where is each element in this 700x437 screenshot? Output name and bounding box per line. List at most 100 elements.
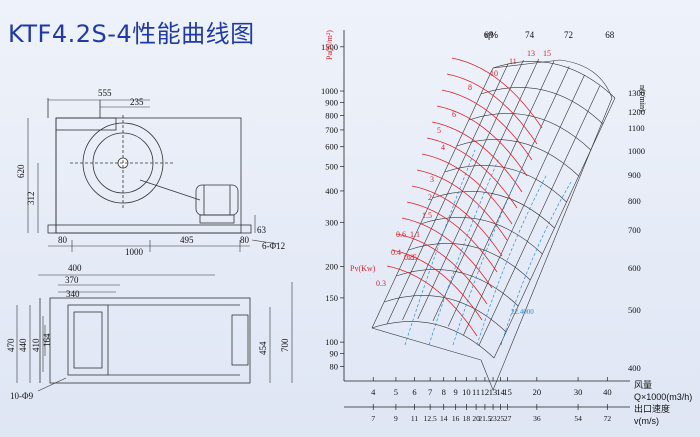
power-label: 2	[428, 193, 432, 202]
speed-tick-label: 500	[628, 305, 641, 315]
flow-line	[432, 60, 555, 322]
flow-line	[478, 85, 601, 346]
velocity-tick-label: 25	[497, 414, 505, 423]
dim-495: 495	[180, 235, 194, 245]
power-curve	[391, 249, 483, 321]
velocity-tick-label: 14	[440, 414, 448, 423]
x-tick-label: 11	[472, 387, 480, 397]
power-curve	[436, 105, 528, 177]
right-axis-title: n(r/min)	[638, 85, 647, 112]
fan-outlet	[55, 117, 117, 131]
y-tick-label: 500	[325, 162, 338, 172]
chart-curves	[386, 57, 572, 346]
y-tick-label: 400	[325, 186, 338, 196]
y-tick-label: 1000	[321, 86, 338, 96]
page-title: KTF4.2S-4性能曲线图	[8, 20, 255, 48]
dim-410: 410	[31, 338, 41, 352]
speed-tick-label: 400	[628, 363, 641, 373]
y-tick-label: 100	[325, 337, 338, 347]
speed-tick-label: 700	[628, 225, 641, 235]
eta-tick-label: 74	[525, 30, 535, 40]
dim-63: 63	[257, 225, 267, 235]
velocity-tick-label: 23	[489, 414, 497, 423]
x2-title-1: 出口速度	[634, 403, 670, 414]
side-view	[47, 98, 252, 234]
velocity-tick-label: 20	[472, 414, 480, 423]
y-tick-label: 90	[330, 349, 339, 359]
flow-line	[402, 59, 524, 321]
x-tick-label: 15	[503, 387, 512, 397]
speed-tick-label: 1000	[628, 146, 645, 156]
power-curve	[451, 57, 543, 129]
efficiency-curve	[452, 165, 524, 346]
grid-bottom-edge	[371, 327, 482, 361]
grid-boundary	[480, 59, 613, 391]
efficiency-curve	[404, 149, 476, 346]
power-curve	[446, 73, 538, 145]
power-label: 11	[509, 57, 517, 66]
power-curve	[426, 137, 518, 209]
x-title-1: 风量	[634, 380, 652, 390]
eta-label: η%	[485, 30, 498, 40]
chart-axes	[343, 30, 630, 408]
flow-line	[463, 74, 585, 336]
speed-curve	[371, 321, 495, 359]
x-tick-label: 10	[462, 387, 471, 397]
x-tick-label: 12	[481, 387, 490, 397]
dim-454: 454	[258, 341, 268, 355]
flow-line	[371, 67, 494, 329]
power-curve	[386, 265, 478, 337]
eta-tick-label: 72	[564, 30, 573, 40]
power-curve	[416, 169, 508, 241]
velocity-tick-label: 54	[574, 414, 582, 423]
power-label: 1.5	[422, 211, 432, 220]
power-label: 10	[490, 69, 498, 78]
y-tick-label: 1500	[321, 42, 338, 52]
velocity-tick-label: 72	[604, 414, 612, 423]
motor-base	[199, 214, 235, 224]
dim-80-right: 80	[240, 235, 250, 245]
x-tick-label: 8	[442, 387, 446, 397]
blue-efficiency-label: 22.4000	[511, 308, 534, 316]
x-tick-label: 5	[394, 387, 398, 397]
x-title-2: Q×1000(m3/h)	[634, 392, 692, 402]
y-tick-label: 150	[325, 293, 338, 303]
dim-340: 340	[66, 289, 80, 299]
power-label: 4	[441, 143, 445, 152]
speed-tick-label: 800	[628, 196, 641, 206]
dim-80-left: 80	[58, 235, 68, 245]
dim-235: 235	[130, 97, 144, 107]
y-ticks: 1500100090080070060050040030020015010090…	[321, 42, 344, 371]
power-label: 0.8	[404, 253, 414, 262]
top-view	[39, 297, 251, 384]
power-label: 6	[452, 110, 456, 119]
motor-top	[231, 314, 249, 366]
base-frame	[47, 224, 252, 234]
power-label: 3	[430, 175, 434, 184]
power-label: 0.4	[391, 248, 401, 257]
dim-400: 400	[68, 263, 82, 273]
velocity-tick-label: 21.5	[478, 414, 491, 423]
y-tick-label: 900	[325, 98, 338, 108]
dim-312: 312	[26, 192, 36, 206]
x-tick-label: 9	[454, 387, 458, 397]
x-tick-label: 30	[574, 387, 583, 397]
dim-1000: 1000	[125, 247, 144, 257]
speed-tick-label: 1300	[628, 88, 645, 98]
y-tick-label: 800	[325, 110, 338, 120]
power-curve	[441, 89, 533, 161]
dim-small: 164	[42, 333, 52, 347]
velocity-tick-label: 12.5	[424, 414, 437, 423]
speed-tick-label: 600	[628, 263, 641, 273]
power-curve	[406, 201, 498, 273]
power-label: 13	[527, 49, 535, 58]
inlet-flange	[67, 304, 109, 376]
y-tick-label: 200	[325, 262, 338, 272]
power-label: 0.3	[376, 279, 386, 288]
power-curve	[421, 153, 513, 225]
